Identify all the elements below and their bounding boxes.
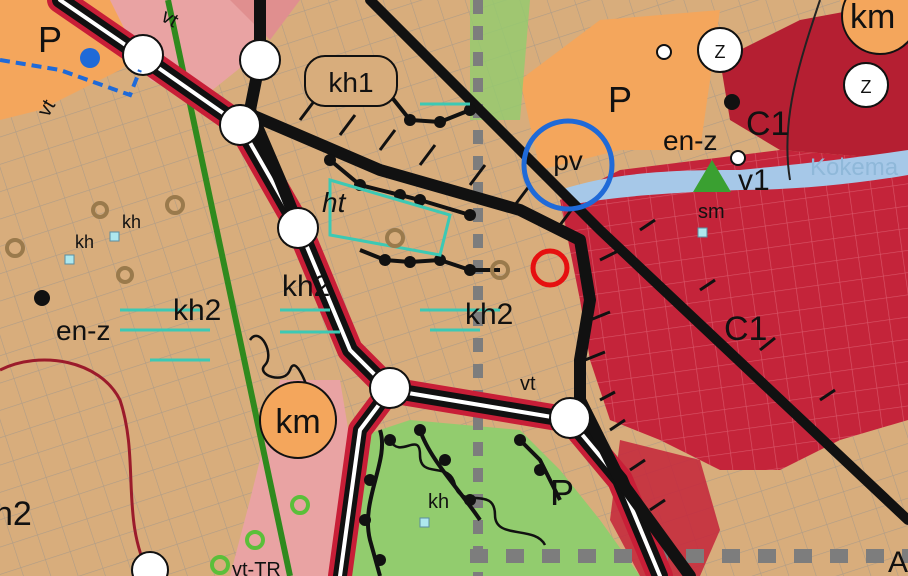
- label-km-topright: km: [850, 0, 895, 36]
- label-v1: v1: [738, 164, 770, 197]
- road-ticks: [298, 99, 836, 512]
- city-centre-grid: [560, 150, 908, 470]
- green-strip-top: [470, 0, 530, 120]
- poi-dot-icon: [730, 150, 746, 166]
- label-kh2-center: kh2: [282, 270, 330, 303]
- km-marker-center: [259, 381, 337, 459]
- teal-markings: [120, 102, 500, 362]
- river: [560, 150, 908, 205]
- squiggle-line-bottom: [388, 439, 547, 546]
- small-square-markers: [64, 227, 708, 528]
- main-road-network: [47, 0, 908, 576]
- triangle-marker-icon: [693, 160, 731, 192]
- boundary-line-right: [786, 0, 821, 181]
- label-ht: ht: [322, 187, 347, 218]
- blue-highlight-circle: [521, 118, 615, 212]
- label-p-topleft: P: [38, 19, 62, 60]
- label-kh1: kh1: [328, 67, 373, 98]
- label-kokemaki: Kokema: [810, 154, 899, 181]
- municipal-boundary: [0, 358, 152, 576]
- km-marker-topright: [841, 0, 908, 55]
- green-ring-markers: [210, 495, 310, 575]
- blue-dashed-line: [0, 58, 142, 98]
- label-a-bottom-right: A: [888, 546, 908, 576]
- squiggle-line-left: [248, 334, 312, 396]
- label-c1-mid: C1: [724, 310, 767, 348]
- label-p-top: P: [608, 79, 632, 120]
- blue-point-icon: [80, 48, 100, 68]
- label-en-z-right: en-z: [663, 125, 717, 156]
- label-vt-mid: vt: [520, 373, 536, 395]
- label-kh2-left: kh2: [173, 294, 221, 327]
- label-kh2-right: kh2: [465, 298, 513, 331]
- label-kh-small2: kh: [75, 232, 94, 252]
- label-kh-bottom: kh: [428, 491, 449, 513]
- z-icon: [843, 62, 889, 108]
- kh1-frame: [304, 55, 398, 107]
- green-area-bottom: [350, 420, 640, 576]
- svg-text:Z: Z: [715, 42, 726, 62]
- label-sm: sm: [698, 201, 725, 223]
- z-symbols: Z Z: [697, 27, 889, 108]
- heritage-markers: [5, 195, 510, 284]
- svg-text:Z: Z: [861, 77, 872, 97]
- label-h2-left: h2: [0, 495, 32, 533]
- label-p-bottom: P: [550, 472, 574, 513]
- poi-dot-icon: [656, 44, 672, 60]
- label-en-z-left: en-z: [56, 315, 110, 346]
- junction-markers: [122, 34, 591, 576]
- label-pv: pv: [553, 145, 583, 176]
- label-km-center: km: [275, 403, 320, 441]
- label-kh-small1: kh: [122, 212, 141, 232]
- label-vt-tr-bottom: vt-TR: [232, 559, 281, 576]
- red-highlight-circle: [530, 248, 570, 288]
- label-c1-top: C1: [746, 105, 789, 143]
- z-icon: [697, 27, 743, 73]
